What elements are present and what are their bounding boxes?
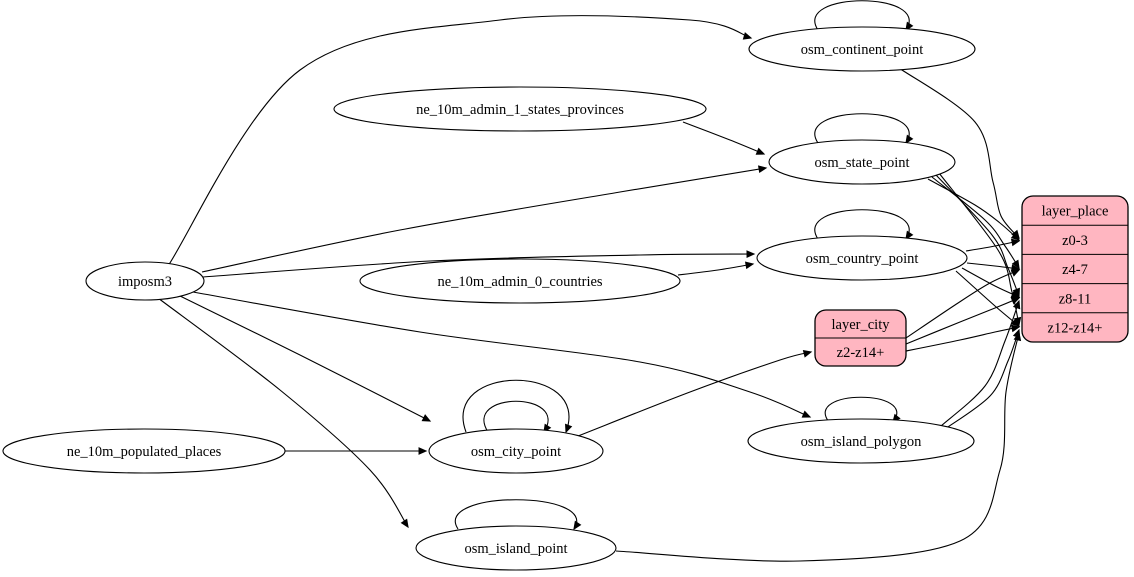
node-shape-osm-island-point [415,525,617,571]
node-ne-10m-admin-0-countries: ne_10m_admin_0_countries [359,258,681,304]
self-loop-osm-continent-point-0 [814,0,914,32]
edge-imposm3-osm-continent-point [167,15,753,267]
node-shape-osm-city-point [428,428,604,474]
node-layer-place: layer_place z0-3 z4-7 z8-11 z12-z14+ [1021,195,1129,343]
node-osm-state-point: osm_state_point [768,113,956,185]
edge-osm-island-point-layer-place-z12-z14plus [615,331,1022,562]
node-shape-osm-state-point [768,139,956,185]
edge-layer-city-layer-place-z8-11 [905,297,1021,345]
edge-osm-island-polygon-layer-place-z8-11 [940,299,1021,427]
edge-osm-island-polygon-layer-place-z12-z14plus [944,328,1021,430]
edge-osm-country-point-layer-place-z4-7 [966,262,1021,272]
node-label-osm-state-point: osm_state_point [814,155,909,171]
edge-imposm3-osm-country-point [202,250,756,278]
edge-osm-country-point-layer-place-z8-11 [961,267,1021,298]
node-imposm3: imposm3 [85,261,205,301]
edge-osm-city-point-layer-city-z2-z14plus [577,350,813,437]
node-shape-osm-country-point [756,235,968,281]
self-loop-osm-island-polygon-0 [824,396,901,424]
self-loop-osm-city-point-1 [462,379,573,434]
node-osm-continent-point: osm_continent_point [748,0,976,72]
edge-osm-continent-point-layer-place-z0-3 [898,67,1020,240]
node-shape-ne-10m-admin-1-states-provinces [333,86,707,132]
node-shape-imposm3 [85,261,205,301]
self-loop-osm-island-point-0 [454,499,582,531]
edge-ne-10m-admin-1-states-provinces-osm-state-point [682,121,766,155]
record-row-label-layer-place-3: z8-11 [1059,291,1091,307]
edge-imposm3-osm-island-point [157,297,409,529]
node-label-osm-continent-point: osm_continent_point [801,42,923,58]
node-ne-10m-admin-1-states-provinces: ne_10m_admin_1_states_provinces [333,86,707,132]
self-loop-osm-city-point-0 [483,400,552,434]
node-ne-10m-populated-places: ne_10m_populated_places [2,428,286,474]
edges-layer [157,15,1022,562]
node-label-osm-country-point: osm_country_point [806,251,919,267]
self-loop-osm-country-point-0 [814,209,914,241]
record-row-label-layer-city-1: z2-z14+ [837,345,885,361]
edge-osm-state-point-layer-place-z8-11 [935,174,1020,298]
node-label-ne-10m-admin-0-countries: ne_10m_admin_0_countries [437,274,602,290]
node-label-osm-island-point: osm_island_point [464,541,567,557]
node-shape-osm-continent-point [748,26,976,72]
node-osm-island-point: osm_island_point [415,499,617,571]
node-osm-city-point: osm_city_point [428,379,604,474]
node-label-imposm3: imposm3 [118,274,172,290]
node-shape-ne-10m-populated-places [2,428,286,474]
edge-ne-10m-admin-0-countries-osm-country-point [677,261,755,276]
node-label-ne-10m-admin-1-states-provinces: ne_10m_admin_1_states_provinces [416,102,624,118]
record-row-label-layer-city-0: layer_city [832,317,891,333]
node-layer-city: layer_city z2-z14+ [814,309,907,367]
record-row-label-layer-place-0: layer_place [1042,204,1109,220]
self-loop-osm-state-point-0 [814,113,914,145]
node-label-osm-island-polygon: osm_island_polygon [801,434,923,450]
node-osm-country-point: osm_country_point [756,209,968,281]
edge-imposm3-osm-state-point [201,165,768,273]
node-shape-ne-10m-admin-0-countries [359,258,681,304]
record-row-label-layer-place-1: z0-3 [1062,233,1088,249]
edge-osm-country-point-layer-place-z12-z14plus [955,270,1021,327]
edge-layer-city-layer-place-z4-7 [905,269,1021,339]
record-shape-layer-place [1021,195,1129,343]
record-row-label-layer-place-4: z12-z14+ [1048,320,1103,336]
edge-imposm3-osm-island-polygon [192,291,812,418]
edge-osm-country-point-layer-place-z0-3 [965,238,1021,252]
node-label-osm-city-point: osm_city_point [471,444,561,460]
node-shape-osm-island-polygon [747,418,975,464]
node-osm-island-polygon: osm_island_polygon [747,396,975,464]
record-row-label-layer-place-2: z4-7 [1062,262,1088,278]
edge-imposm3-osm-city-point [177,294,432,422]
node-label-ne-10m-populated-places: ne_10m_populated_places [67,444,222,460]
